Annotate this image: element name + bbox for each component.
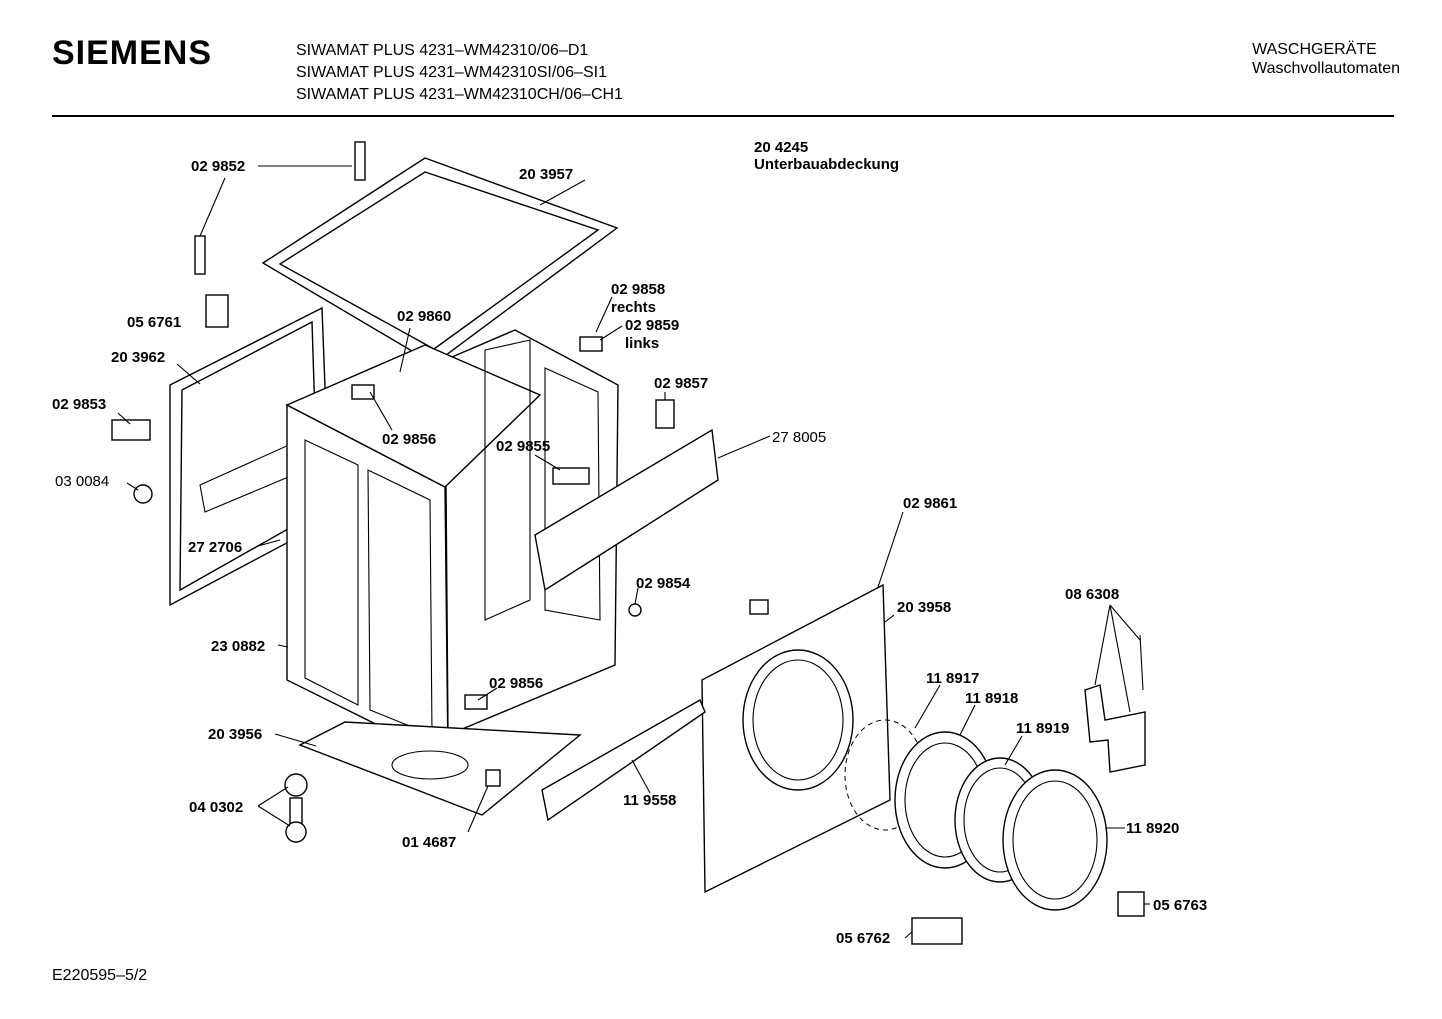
- hook-029852-a: [354, 141, 366, 181]
- part-label-118917: 11 8917: [926, 670, 979, 687]
- model-list: SIWAMAT PLUS 4231–WM42310/06–D1 SIWAMAT …: [296, 40, 623, 106]
- part-label-029856-a: 02 9856: [382, 431, 436, 448]
- front-panel-opening-inner: [752, 659, 844, 781]
- latch-056762: [911, 917, 963, 945]
- foot-nut: [284, 773, 308, 797]
- part-label-056762: 05 6762: [836, 930, 890, 947]
- part-label-118920: 11 8920: [1126, 820, 1179, 837]
- part-label-029857: 02 9857: [654, 375, 708, 392]
- part-label-086308: 08 6308: [1065, 586, 1119, 603]
- part-label-029861: 02 9861: [903, 495, 957, 512]
- model-line-1: SIWAMAT PLUS 4231–WM42310/06–D1: [296, 42, 589, 59]
- grommet-029854: [628, 603, 642, 617]
- part-label-040302: 04 0302: [189, 799, 243, 816]
- door-hinge: [1084, 684, 1146, 773]
- category-subtitle: Waschvollautomaten: [1252, 60, 1400, 77]
- part-label-rechts: rechts: [611, 299, 656, 316]
- part-label-278005: 27 8005: [772, 429, 826, 446]
- bracket-029857: [655, 399, 675, 429]
- note-code: 20 4245: [754, 139, 808, 156]
- part-label-029856-b: 02 9856: [489, 675, 543, 692]
- header-divider: [52, 115, 1394, 117]
- hinge-pin: [1139, 634, 1144, 691]
- part-label-203962: 20 3962: [111, 349, 165, 366]
- top-cover-inner: [278, 171, 600, 350]
- bracket-029853: [111, 419, 151, 441]
- part-label-029860: 02 9860: [397, 308, 451, 325]
- cabinet-top-frame: [285, 344, 542, 488]
- note-text: Unterbauabdeckung: [754, 156, 899, 173]
- part-label-119558: 11 9558: [623, 792, 676, 809]
- part-label-203958: 20 3958: [897, 599, 951, 616]
- clip-029856-a: [351, 384, 375, 400]
- part-label-links: links: [625, 335, 659, 352]
- door-outer-ring-rim: [1012, 780, 1098, 900]
- kick-strip: [541, 698, 706, 822]
- part-label-029852: 02 9852: [191, 158, 245, 175]
- door-outer-ring: [1002, 769, 1108, 911]
- category-block: WASCHGERÄTE Waschvollautomaten: [1252, 40, 1400, 78]
- clip-029855: [552, 467, 590, 485]
- control-panel-frame: [534, 428, 719, 592]
- part-label-118919: 11 8919: [1016, 720, 1069, 737]
- part-label-203956: 20 3956: [208, 726, 262, 743]
- part-label-030084: 03 0084: [55, 473, 109, 490]
- base-hole: [391, 750, 469, 780]
- part-label-029858: 02 9858: [611, 281, 665, 298]
- front-panel-opening: [742, 649, 854, 791]
- part-label-230882: 23 0882: [211, 638, 265, 655]
- clip-029856-b: [464, 694, 488, 710]
- part-label-029854: 02 9854: [636, 575, 691, 592]
- leader-lines: [117, 165, 1150, 939]
- part-label-056761: 05 6761: [127, 314, 181, 331]
- part-label-029855: 02 9855: [496, 438, 550, 455]
- hook-029852-b: [194, 235, 206, 275]
- part-label-118918: 11 8918: [965, 690, 1018, 707]
- base-plate: [298, 721, 582, 816]
- model-line-3: SIWAMAT PLUS 4231–WM42310CH/06–CH1: [296, 86, 623, 103]
- foot-base: [285, 821, 307, 843]
- part-label-014687: 01 4687: [402, 834, 456, 851]
- part-label-029853: 02 9853: [52, 396, 106, 413]
- lock-056761: [205, 294, 229, 328]
- handle-056763: [1117, 891, 1145, 917]
- model-line-2: SIWAMAT PLUS 4231–WM42310SI/06–SI1: [296, 64, 607, 81]
- category-title: WASCHGERÄTE: [1252, 41, 1377, 58]
- part-label-056763: 05 6763: [1153, 897, 1207, 914]
- part-label-029859: 02 9859: [625, 317, 679, 334]
- clip-029861: [749, 599, 769, 615]
- document-reference: E220595–5/2: [52, 967, 148, 984]
- clip-029858: [579, 336, 603, 352]
- plug-030084: [133, 484, 153, 504]
- clip-014687: [485, 769, 501, 787]
- part-label-272706: 27 2706: [188, 539, 242, 556]
- brand-logo: SIEMENS: [52, 34, 213, 72]
- cabinet-back-window: [484, 339, 531, 621]
- cabinet-window-1: [304, 439, 359, 706]
- part-label-203957: 20 3957: [519, 166, 573, 183]
